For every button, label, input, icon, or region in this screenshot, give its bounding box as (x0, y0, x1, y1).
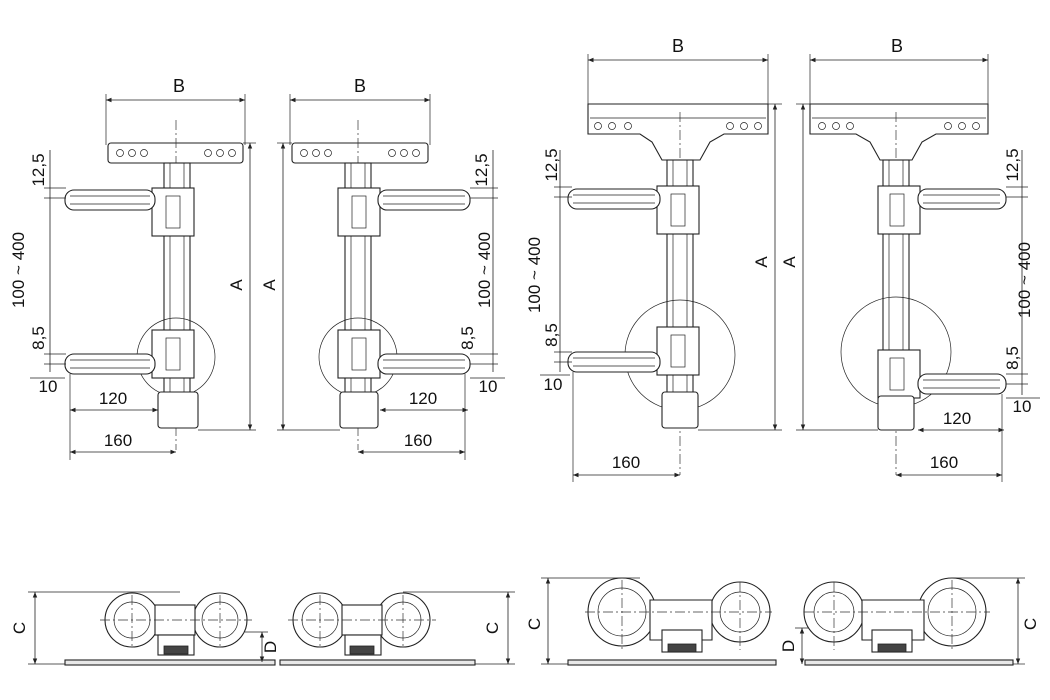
dim-range-label: 100 ~ 400 (475, 232, 494, 308)
dim-range-label: 100 ~ 400 (525, 237, 544, 313)
dim-c-label: C (483, 622, 502, 634)
dim-8-5-label: 8,5 (542, 323, 561, 347)
dim-d-label: D (779, 640, 798, 652)
dim-c-label: C (10, 622, 29, 634)
dim-120-label: 120 (943, 409, 971, 428)
dim-b-label: B (354, 76, 366, 96)
view-3-large-left-arms: B A 12,5 100 ~ 400 8,5 10 160 (525, 36, 782, 482)
dim-a-label: A (260, 279, 279, 291)
dim-10-label: 10 (544, 375, 563, 394)
dim-120-label: 120 (409, 389, 437, 408)
side-view-1: C D (10, 591, 280, 666)
side-view-3: C (525, 577, 777, 666)
dim-a-label: A (227, 279, 246, 291)
side-view-4: D C (779, 577, 1040, 666)
dim-b-label: B (173, 76, 185, 96)
dim-8-5-label: 8,5 (29, 326, 48, 350)
dim-a-label: A (780, 256, 799, 268)
dim-160-label: 160 (104, 431, 132, 450)
dim-160-label: 160 (930, 453, 958, 472)
dim-12-5-label: 12,5 (542, 148, 561, 181)
dim-120-label: 120 (99, 389, 127, 408)
dim-160-label: 160 (612, 453, 640, 472)
dim-12-5-label: 12,5 (1003, 148, 1022, 181)
dim-12-5-label: 12,5 (29, 153, 48, 186)
dim-160-label: 160 (404, 431, 432, 450)
dim-range-label: 100 ~ 400 (1015, 242, 1034, 318)
dim-b-label: B (891, 36, 903, 56)
view-2-top-right-arms: B A 12,5 100 ~ 400 8,5 10 120 (260, 76, 505, 460)
dim-8-5-label: 8,5 (1003, 346, 1022, 370)
dim-10-label: 10 (1013, 397, 1032, 416)
dim-10-label: 10 (479, 377, 498, 396)
dim-c-label: C (1021, 618, 1040, 630)
view-1-top-left: B A 12,5 100 ~ 400 8,5 (9, 76, 256, 460)
dim-10-label: 10 (39, 377, 58, 396)
dim-range-label: 100 ~ 400 (9, 232, 28, 308)
dim-b-label: B (672, 36, 684, 56)
dim-d-label: D (261, 641, 280, 653)
side-view-2: C (279, 591, 515, 666)
dim-8-5-label: 8,5 (458, 326, 477, 350)
dim-12-5-label: 12,5 (472, 153, 491, 186)
dim-c-label: C (525, 618, 544, 630)
view-4-large-right-arms: B A 12,5 100 ~ 400 8,5 10 120 (780, 36, 1040, 482)
dim-a-label: A (752, 256, 771, 268)
